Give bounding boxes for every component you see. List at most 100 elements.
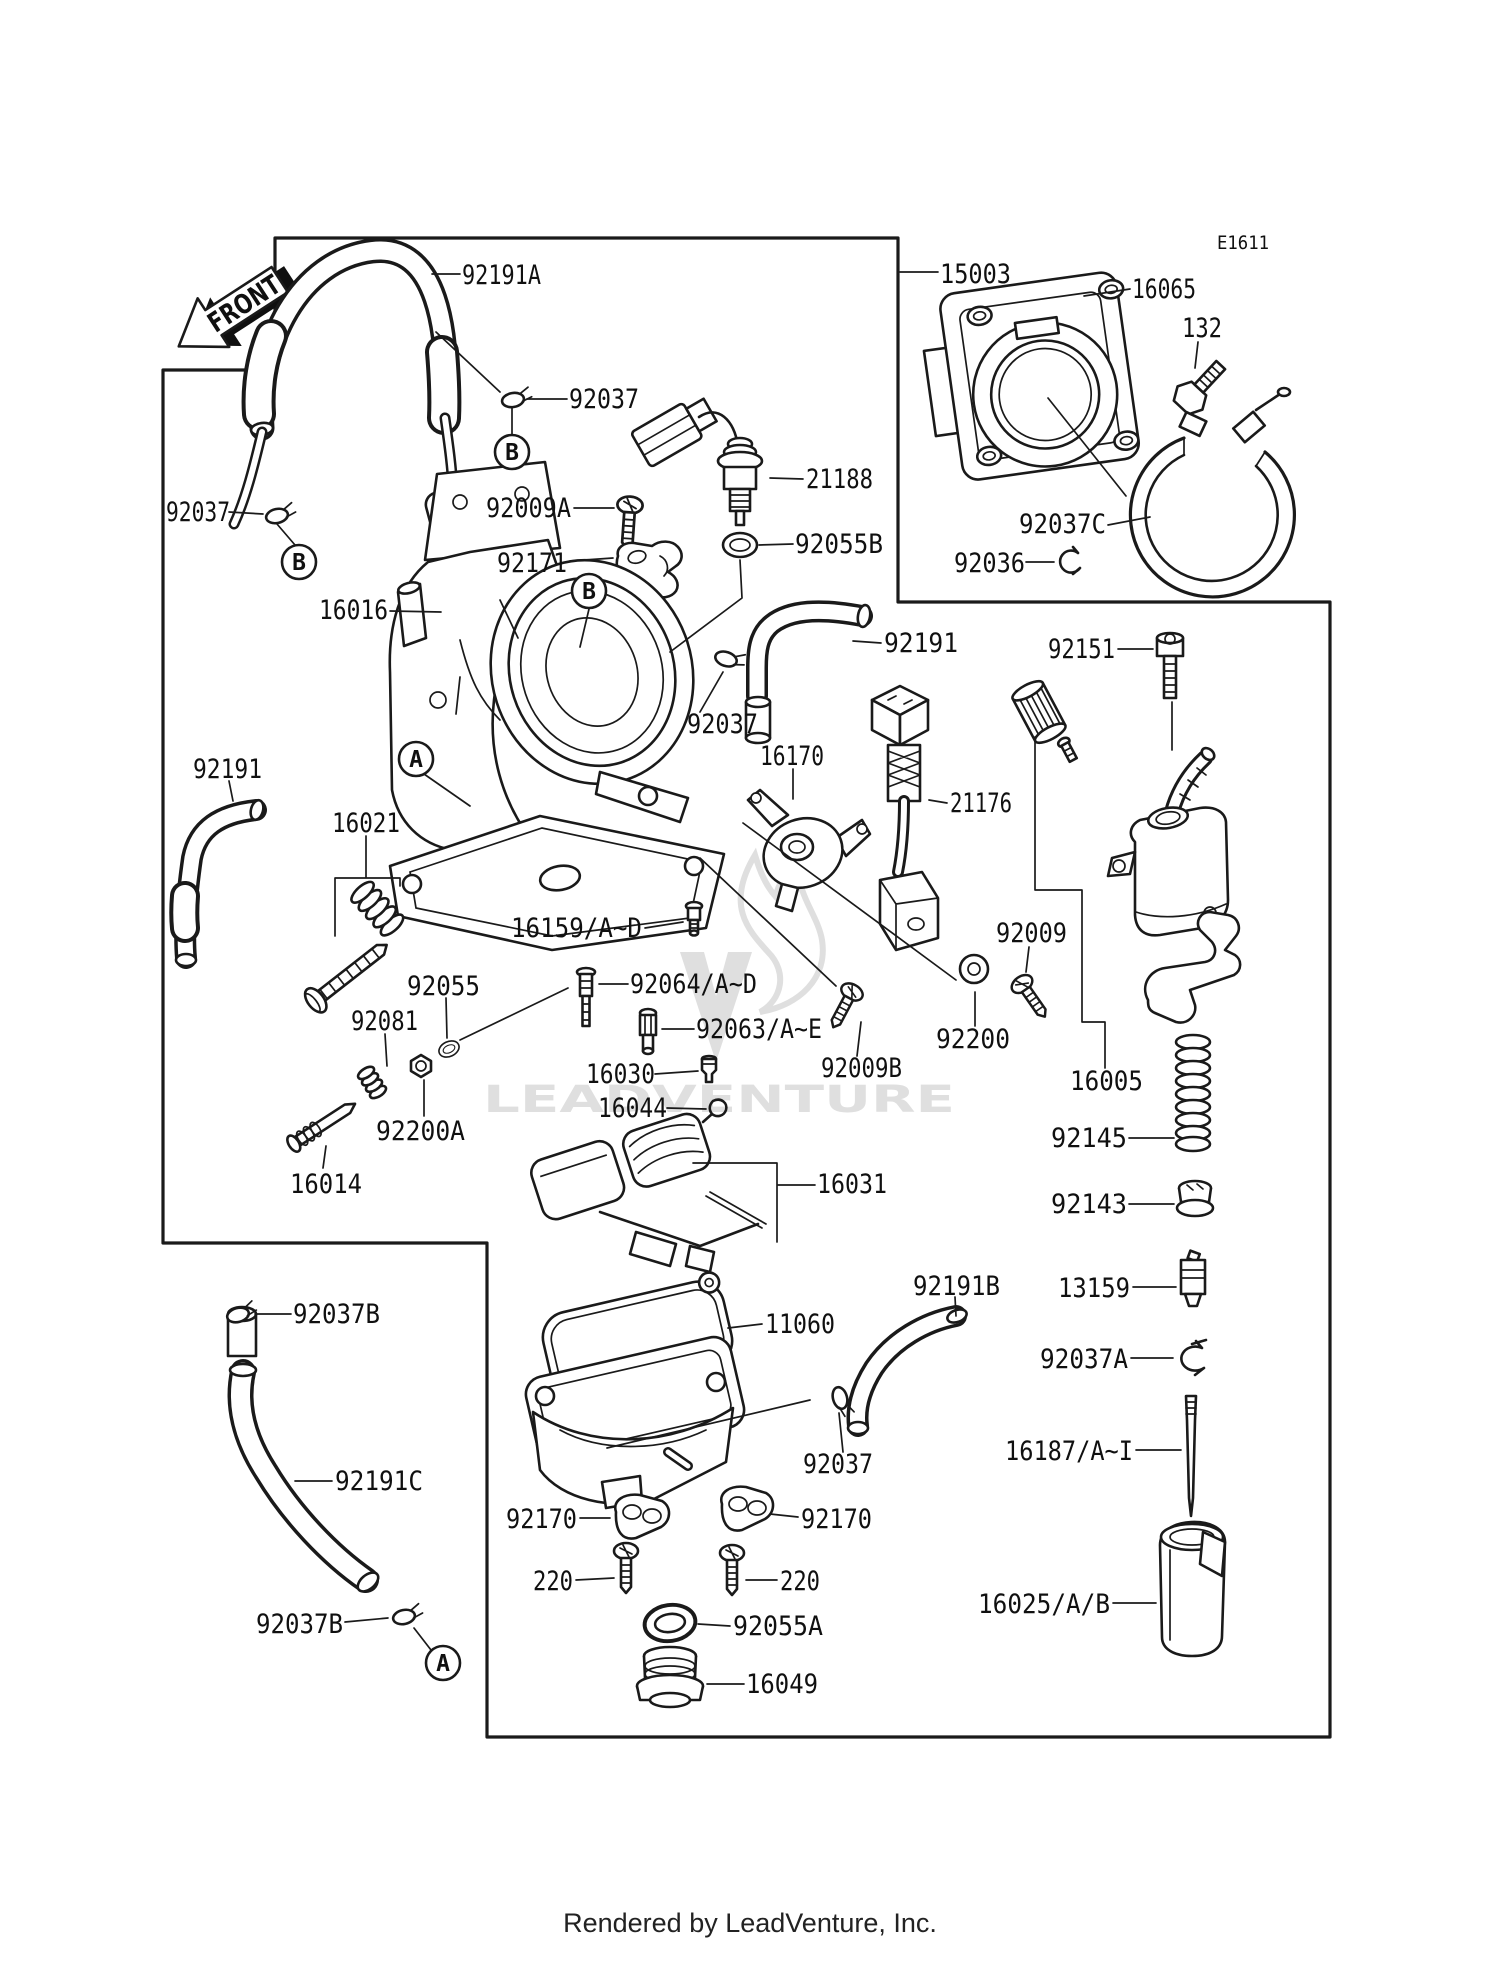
bolt-220-left-drawing [612,1541,640,1595]
part-label-16014: 16014 [290,1169,362,1200]
part-label-92037-mid: 92037 [687,709,758,740]
part-label-92064: 92064/A~D [630,969,757,1000]
part-label-92037-left: 92037 [166,497,230,528]
part-label-92037b-top: 92037B [293,1299,380,1330]
part-label-92009b: 92009B [821,1053,902,1084]
screw-92009b-drawing [821,978,867,1034]
part-label-16044: 16044 [598,1093,667,1124]
badge-b-2: B [292,550,306,576]
float-16031-drawing [530,1112,767,1274]
part-label-92170-left: 92170 [506,1504,577,1535]
needle-jet-16030-drawing [700,1054,718,1084]
part-label-16030: 16030 [586,1059,655,1090]
oring-92055a-drawing [640,1599,700,1647]
part-label-16170: 16170 [760,741,824,772]
group-outline-frame [161,236,1332,1739]
carburetor-body-drawing [388,460,726,952]
part-label-16016: 16016 [319,595,388,626]
main-jet-92063-drawing [638,1007,658,1056]
part-label-16025: 16025/A/B [978,1589,1110,1620]
part-label-92063: 92063/A~E [696,1014,822,1045]
seat-92143-drawing [1175,1179,1215,1218]
bracket-92170-right-drawing [719,1485,775,1532]
part-label-92037b-bottom: 92037B [256,1609,343,1640]
clip-92037a-drawing [1180,1338,1208,1377]
part-label-92036: 92036 [954,548,1025,579]
flange-bolt-holes [966,278,1140,467]
throttle-slide-16025-drawing [1158,1520,1227,1658]
part-label-92191b: 92191B [913,1271,1000,1302]
part-label-92191-right: 92191 [884,628,958,659]
pilot-jet-92064-drawing [575,966,597,1028]
sensor-21188-drawing [630,397,764,527]
part-label-21176: 21176 [950,788,1012,819]
part-label-92171: 92171 [497,548,567,579]
part-label-16159: 16159/A~D [511,913,642,944]
watermark-flame-icon [737,847,826,1015]
air-screw-16014-drawing [286,1102,357,1153]
badge-a-2: A [436,1651,450,1677]
bolt-220-right-drawing [718,1543,746,1597]
badge-b-1: B [505,440,519,466]
gasket-16005-drawing [1143,910,1242,1024]
part-label-92037c: 92037C [1019,509,1106,540]
part-label-92191c: 92191C [335,1466,423,1497]
part-label-92081: 92081 [351,1006,418,1037]
adjuster-16005-drawing [1011,679,1079,764]
washer-92200-drawing [958,953,990,985]
part-label-16049: 16049 [746,1669,818,1700]
screw-92009-drawing [1007,970,1056,1025]
part-label-92151: 92151 [1048,634,1115,665]
hose-92191-left-drawing [169,798,267,969]
part-label-92145: 92145 [1051,1123,1127,1154]
reference-badges: B B B A A [280,433,608,1682]
plug-16049-drawing [635,1645,705,1709]
part-label-92037-top: 92037 [569,384,639,415]
watermark-v-logo [680,952,752,1062]
spring-16021-drawing [350,880,405,937]
part-label-92170-right: 92170 [801,1504,872,1535]
oring-92055-drawing [435,1036,463,1062]
hose-92191-right-drawing [744,600,873,745]
part-label-92055a: 92055A [733,1611,823,1642]
part-label-220-left: 220 [533,1566,573,1597]
badge-a-1: A [409,747,423,773]
part-label-16031: 16031 [817,1169,887,1200]
part-label-92191-left: 92191 [193,754,262,785]
clip-92036-drawing [1058,545,1082,576]
part-label-16187: 16187/A~I [1005,1436,1133,1467]
bracket-92170-left-drawing [613,1493,671,1540]
part-label-92143: 92143 [1051,1189,1127,1220]
clip-92037-mid-drawing [712,644,749,673]
part-label-92009a: 92009A [486,493,571,524]
starter-jet-16159-drawing [684,900,704,937]
part-label-92200: 92200 [936,1024,1010,1055]
spring-92081-drawing [356,1065,388,1100]
part-label-92200a: 92200A [376,1116,465,1147]
throttle-sensor-16170-drawing [746,788,872,913]
float-valve-13159-drawing [1179,1249,1207,1308]
part-label-92009: 92009 [996,918,1067,949]
part-label-16021: 16021 [332,808,400,839]
spring-92145-drawing [1174,1033,1212,1153]
clip-92037-top-drawing [499,385,535,411]
intake-flange-16065-drawing [922,271,1141,481]
oring-92055b-drawing [721,531,759,559]
cable-cap-16005-drawing [1106,746,1230,937]
clip-92037-left-drawing [262,500,299,527]
leader-lines [228,271,1199,1685]
part-label-13159: 13159 [1058,1273,1130,1304]
bolt-132-drawing [1172,359,1227,416]
badge-b-3: B [582,579,596,605]
bolt-92151-drawing [1155,631,1185,700]
part-label-92055: 92055 [407,971,480,1002]
clamp-92037b-bottom-drawing [389,1601,426,1628]
part-label-132: 132 [1182,313,1222,344]
part-label-16065: 16065 [1132,274,1196,305]
drawing-code-label: E1611 [1217,232,1269,254]
clip-16044-drawing [701,1098,728,1124]
front-arrow-body [177,265,290,349]
part-labels: E1611 92191A 15003 16065 132 92037 21188… [166,232,1269,1700]
part-label-15003: 15003 [940,259,1011,290]
